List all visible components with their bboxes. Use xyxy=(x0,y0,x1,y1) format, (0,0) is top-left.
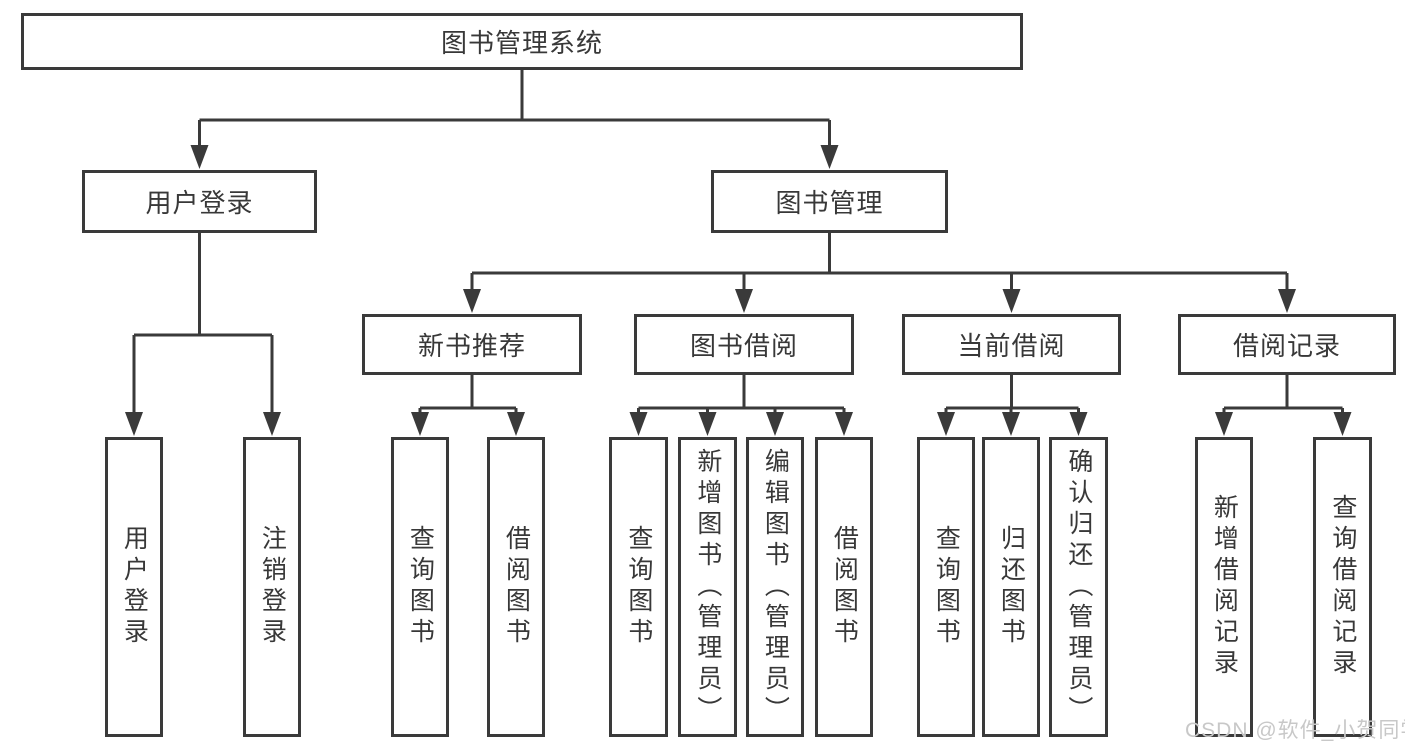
leaf-user-login: 用户登录 xyxy=(105,437,163,737)
connector-line xyxy=(944,375,1080,414)
node-new-book-recommend-label: 新书推荐 xyxy=(417,331,526,361)
connector-new-book-recommend xyxy=(411,375,525,436)
leaf-add-books-admin: 新增图书（管理员） xyxy=(678,437,737,737)
arrowhead xyxy=(937,412,955,436)
leaf-query-books-recommend: 查询图书 xyxy=(391,437,449,737)
node-user-login: 用户登录 xyxy=(82,170,317,233)
node-book-borrow: 图书借阅 xyxy=(634,314,854,375)
connector-borrow-records xyxy=(1215,375,1352,436)
leaf-query-borrow-record: 查询借阅记录 xyxy=(1313,437,1372,737)
arrowhead xyxy=(507,412,525,436)
arrowhead xyxy=(190,145,209,169)
arrowhead xyxy=(125,412,143,436)
node-current-borrow: 当前借阅 xyxy=(902,314,1121,375)
connector-user-login-branch xyxy=(125,233,281,436)
leaf-user-login-label: 用户登录 xyxy=(120,525,149,649)
leaf-borrow-books-label: 借阅图书 xyxy=(830,525,859,649)
leaf-query-books-borrow: 查询图书 xyxy=(609,437,668,737)
arrowhead xyxy=(820,145,839,169)
leaf-add-borrow-record: 新增借阅记录 xyxy=(1195,437,1253,737)
arrowhead xyxy=(698,412,717,436)
arrowhead xyxy=(263,412,281,436)
node-current-borrow-label: 当前借阅 xyxy=(957,331,1066,361)
leaf-return-books: 归还图书 xyxy=(982,437,1040,737)
connector-line xyxy=(418,375,518,414)
leaf-edit-books-admin: 编辑图书（管理员） xyxy=(746,437,804,737)
arrowhead xyxy=(1002,289,1021,313)
leaf-query-books-current: 查询图书 xyxy=(917,437,975,737)
arrowhead xyxy=(1333,412,1352,436)
connector-book-borrow xyxy=(629,375,853,436)
node-borrow-records: 借阅记录 xyxy=(1178,314,1396,375)
leaf-logout-label: 注销登录 xyxy=(258,525,287,649)
node-new-book-recommend: 新书推荐 xyxy=(362,314,582,375)
node-book-management-label: 图书管理 xyxy=(775,188,884,218)
connector-line xyxy=(1222,375,1344,414)
node-book-borrow-label: 图书借阅 xyxy=(689,331,798,361)
connector-root-to-level2 xyxy=(190,70,839,169)
connector-line xyxy=(198,70,831,148)
connector-line xyxy=(132,233,274,414)
leaf-query-books-borrow-label: 查询图书 xyxy=(624,525,653,649)
leaf-confirm-return-admin-label: 确认归还（管理员） xyxy=(1064,447,1093,727)
arrowhead xyxy=(1215,412,1233,436)
node-root-label: 图书管理系统 xyxy=(440,28,603,58)
leaf-logout: 注销登录 xyxy=(243,437,301,737)
leaf-query-books-current-label: 查询图书 xyxy=(932,525,961,649)
connector-current-borrow xyxy=(937,375,1088,436)
arrowhead xyxy=(629,412,648,436)
leaf-return-books-label: 归还图书 xyxy=(997,525,1026,649)
csdn-watermark: CSDN @软件_小贺同学 xyxy=(1185,719,1405,742)
connector-line xyxy=(637,375,846,414)
leaf-add-books-admin-label: 新增图书（管理员） xyxy=(693,447,722,727)
leaf-edit-books-admin-label: 编辑图书（管理员） xyxy=(761,447,790,727)
arrowhead xyxy=(463,289,481,313)
leaf-borrow-books-recommend: 借阅图书 xyxy=(487,437,545,737)
leaf-confirm-return-admin: 确认归还（管理员） xyxy=(1049,437,1108,737)
node-root: 图书管理系统 xyxy=(21,13,1023,70)
node-borrow-records-label: 借阅记录 xyxy=(1232,331,1341,361)
node-user-login-label: 用户登录 xyxy=(145,188,254,218)
arrowhead xyxy=(1069,412,1088,436)
leaf-borrow-books: 借阅图书 xyxy=(815,437,873,737)
node-book-management: 图书管理 xyxy=(711,170,948,233)
connector-line xyxy=(470,233,1289,292)
leaf-query-books-recommend-label: 查询图书 xyxy=(406,525,435,649)
leaf-add-borrow-record-label: 新增借阅记录 xyxy=(1210,494,1239,680)
leaf-borrow-books-recommend-label: 借阅图书 xyxy=(502,525,531,649)
arrowhead xyxy=(1002,412,1020,436)
leaf-query-borrow-record-label: 查询借阅记录 xyxy=(1328,494,1357,680)
arrowhead xyxy=(411,412,429,436)
arrowhead xyxy=(766,412,784,436)
connector-book-management-branch xyxy=(463,233,1296,313)
arrowhead xyxy=(835,412,853,436)
arrowhead xyxy=(735,289,753,313)
arrowhead xyxy=(1278,289,1296,313)
